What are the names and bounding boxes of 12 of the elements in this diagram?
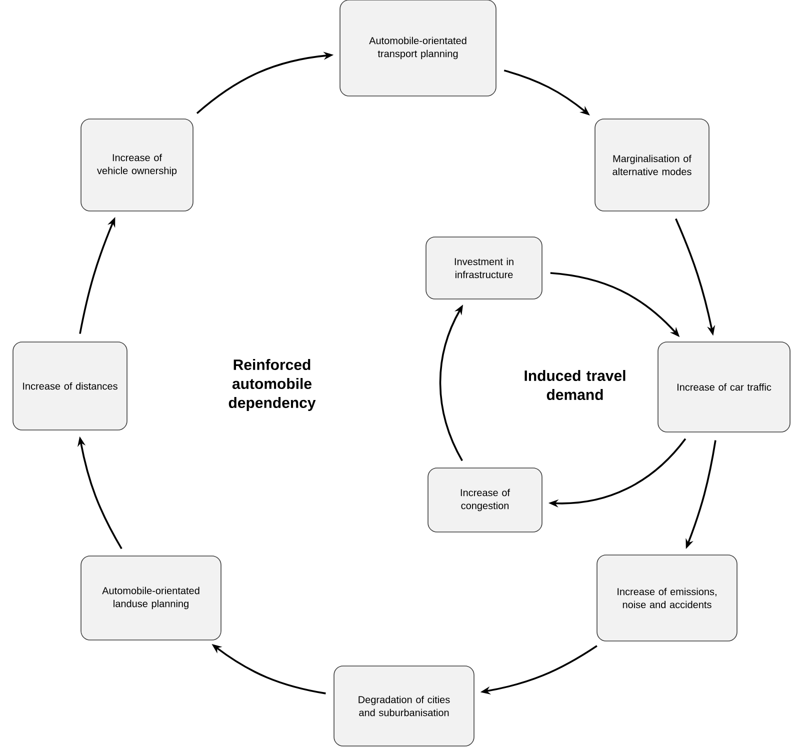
process-box: Marginalisation of alternative modes	[594, 118, 710, 212]
process-box: Degradation of cities and suburbanisation	[334, 666, 474, 746]
process-box: Increase of vehicle ownership	[80, 118, 194, 212]
process-box: Increase of car traffic	[658, 342, 790, 432]
process-box: Investment in infrastructure	[426, 236, 542, 300]
center-label: Reinforced automobile dependency	[228, 359, 316, 411]
process-box: Increase of congestion	[428, 468, 542, 532]
process-box: Increase of distances	[12, 342, 128, 430]
process-box: Automobile-orientated transport planning	[340, 0, 496, 96]
process-box: Increase of emissions, noise and accidents	[596, 554, 738, 642]
center-label: Induced travel demand	[524, 370, 626, 400]
process-box: Automobile-orientated landuse planning	[80, 556, 222, 640]
